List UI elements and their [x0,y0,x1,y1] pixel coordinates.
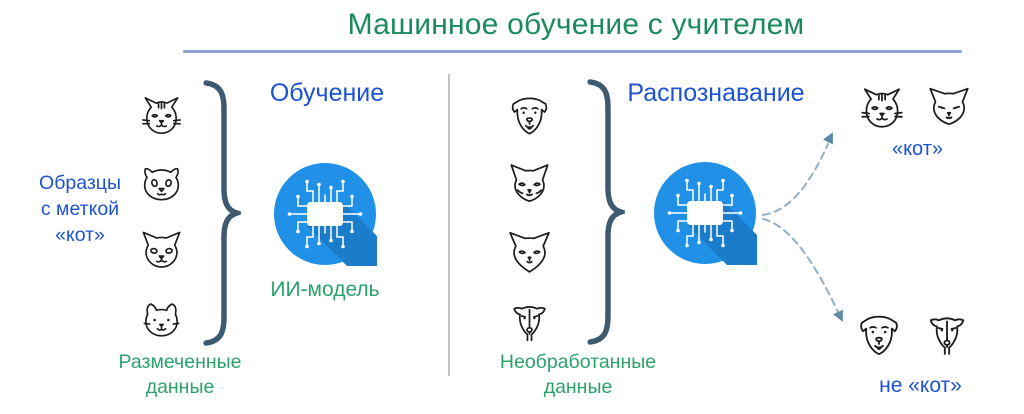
title-underline [183,50,962,53]
caption-line: Образцы [39,172,121,194]
label-line: Необработанные [499,351,657,373]
caption-line: «кот» [55,224,105,246]
raw-data-label: Необработанные данные [478,350,678,400]
branch-arrows-icon [762,132,843,322]
caption-line: с меткой [40,198,120,220]
ai-model-label: ИИ-модель [270,278,380,301]
labeled-data-label: Размеченные данные [100,350,260,400]
cat-oriental-icon [505,230,554,279]
cat-siamese-icon [924,84,974,134]
ai-model-icon [653,161,757,265]
cat-round-icon [138,161,185,208]
labeled-samples-caption: Образцы с меткой «кот» [10,170,150,248]
label-line: Размеченные [118,351,242,373]
training-heading: Обучение [269,79,385,107]
cat-sphynx-icon [505,161,554,210]
result-not-cat-label: не «кот» [879,374,962,397]
section-divider [448,74,450,376]
result-not-cat-icons [853,310,973,362]
recognition-heading: Распознавание [627,79,805,107]
brace-icon [585,78,625,346]
cat-tabby-icon [138,93,185,140]
cat-alert-icon [138,229,185,276]
result-cat-label: «кот» [891,138,944,160]
recognition-input-icons [505,92,554,348]
cat-tabby-icon [857,84,907,134]
cat-fold-icon [138,297,185,344]
dog-terrier-icon [505,92,554,141]
result-cat-icons [857,84,974,134]
ai-model-icon [273,162,377,266]
training-input-icons [138,93,185,344]
brace-icon [201,79,241,347]
label-line: данные [543,376,613,398]
page-title: Машинное обучение с учителем [347,8,805,41]
dog-terrier-icon [853,310,905,362]
dog-greyhound-icon [505,299,554,348]
dog-greyhound-icon [921,310,973,362]
label-line: данные [145,376,215,398]
